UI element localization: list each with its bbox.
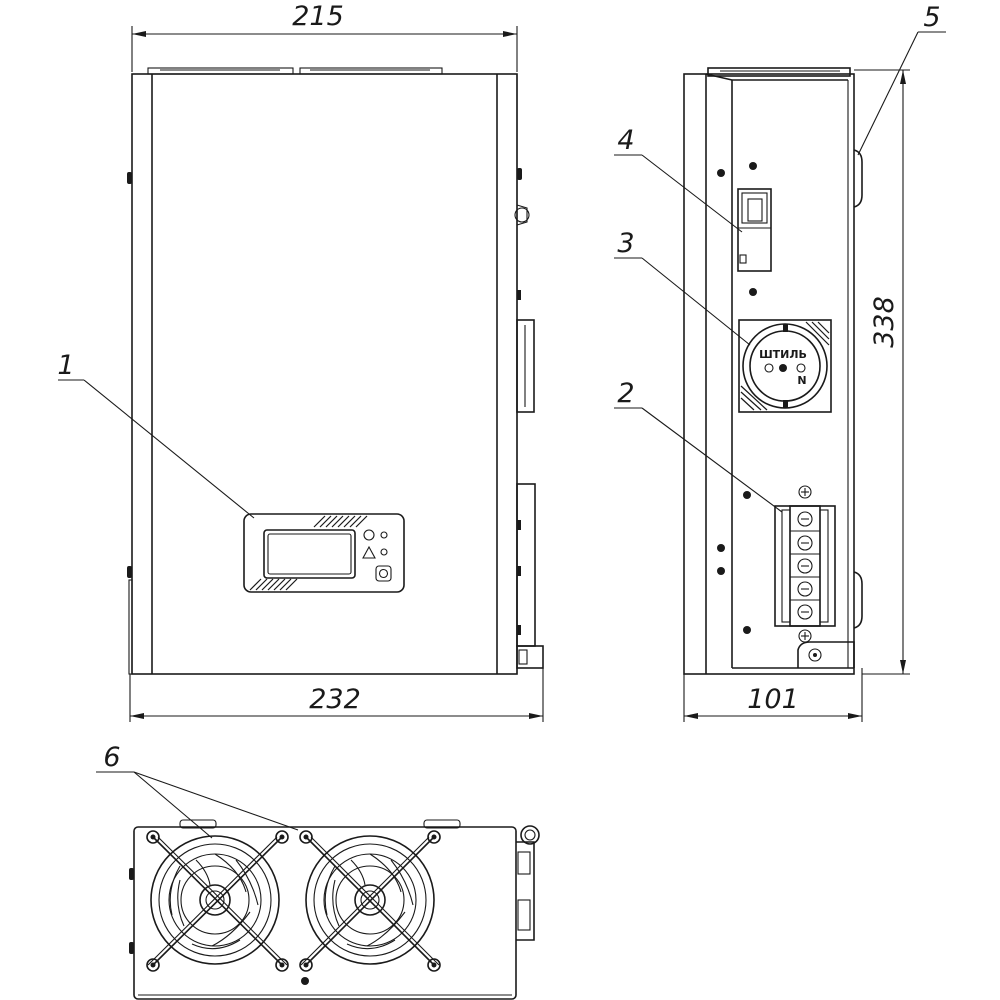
callout-1: 1 [57, 350, 255, 519]
bottom-view: 6 [96, 742, 540, 1000]
display-panel [243, 513, 405, 593]
svg-text:1: 1 [57, 350, 74, 381]
warning-icon [362, 545, 376, 559]
dimension-height: 338 [854, 69, 910, 675]
svg-text:4: 4 [617, 125, 634, 156]
power-outlet: ШТИЛЬ N [738, 319, 832, 413]
dimension-depth: 101 [683, 668, 863, 722]
dimension-depth-label: 101 [747, 684, 799, 715]
socket-brand-text: ШТИЛЬ [759, 348, 807, 361]
side-view: ШТИЛЬ N [614, 2, 946, 722]
fan-housing [133, 826, 517, 1000]
dimension-bottom-width: 232 [129, 668, 544, 722]
fan-left [146, 830, 289, 972]
callout-3: 3 [614, 228, 751, 346]
side-terminal-profile [516, 483, 536, 647]
callout-5: 5 [857, 2, 946, 156]
svg-text:2: 2 [617, 378, 634, 409]
front-body [131, 73, 518, 675]
terminal-block [774, 485, 836, 643]
dimension-height-label: 338 [869, 296, 900, 348]
lcd-screen [263, 529, 356, 579]
dimension-top-width: 215 [131, 1, 518, 72]
front-view: 215 [57, 1, 544, 722]
power-button-icon [375, 565, 392, 582]
circuit-breaker [737, 188, 772, 272]
svg-text:5: 5 [923, 2, 940, 33]
fan-right [299, 830, 441, 972]
svg-text:3: 3 [617, 228, 634, 259]
callout-2: 2 [614, 378, 783, 513]
side-socket-profile [516, 319, 535, 413]
callout-6: 6 [96, 742, 299, 839]
socket-neutral-label: N [797, 374, 806, 387]
mode-icon [363, 529, 375, 541]
dimension-bottom-width-label: 232 [309, 684, 361, 715]
callout-4: 4 [614, 125, 743, 233]
side-body [683, 73, 855, 675]
dimension-top-width-label: 215 [292, 1, 344, 32]
svg-text:6: 6 [103, 742, 120, 773]
